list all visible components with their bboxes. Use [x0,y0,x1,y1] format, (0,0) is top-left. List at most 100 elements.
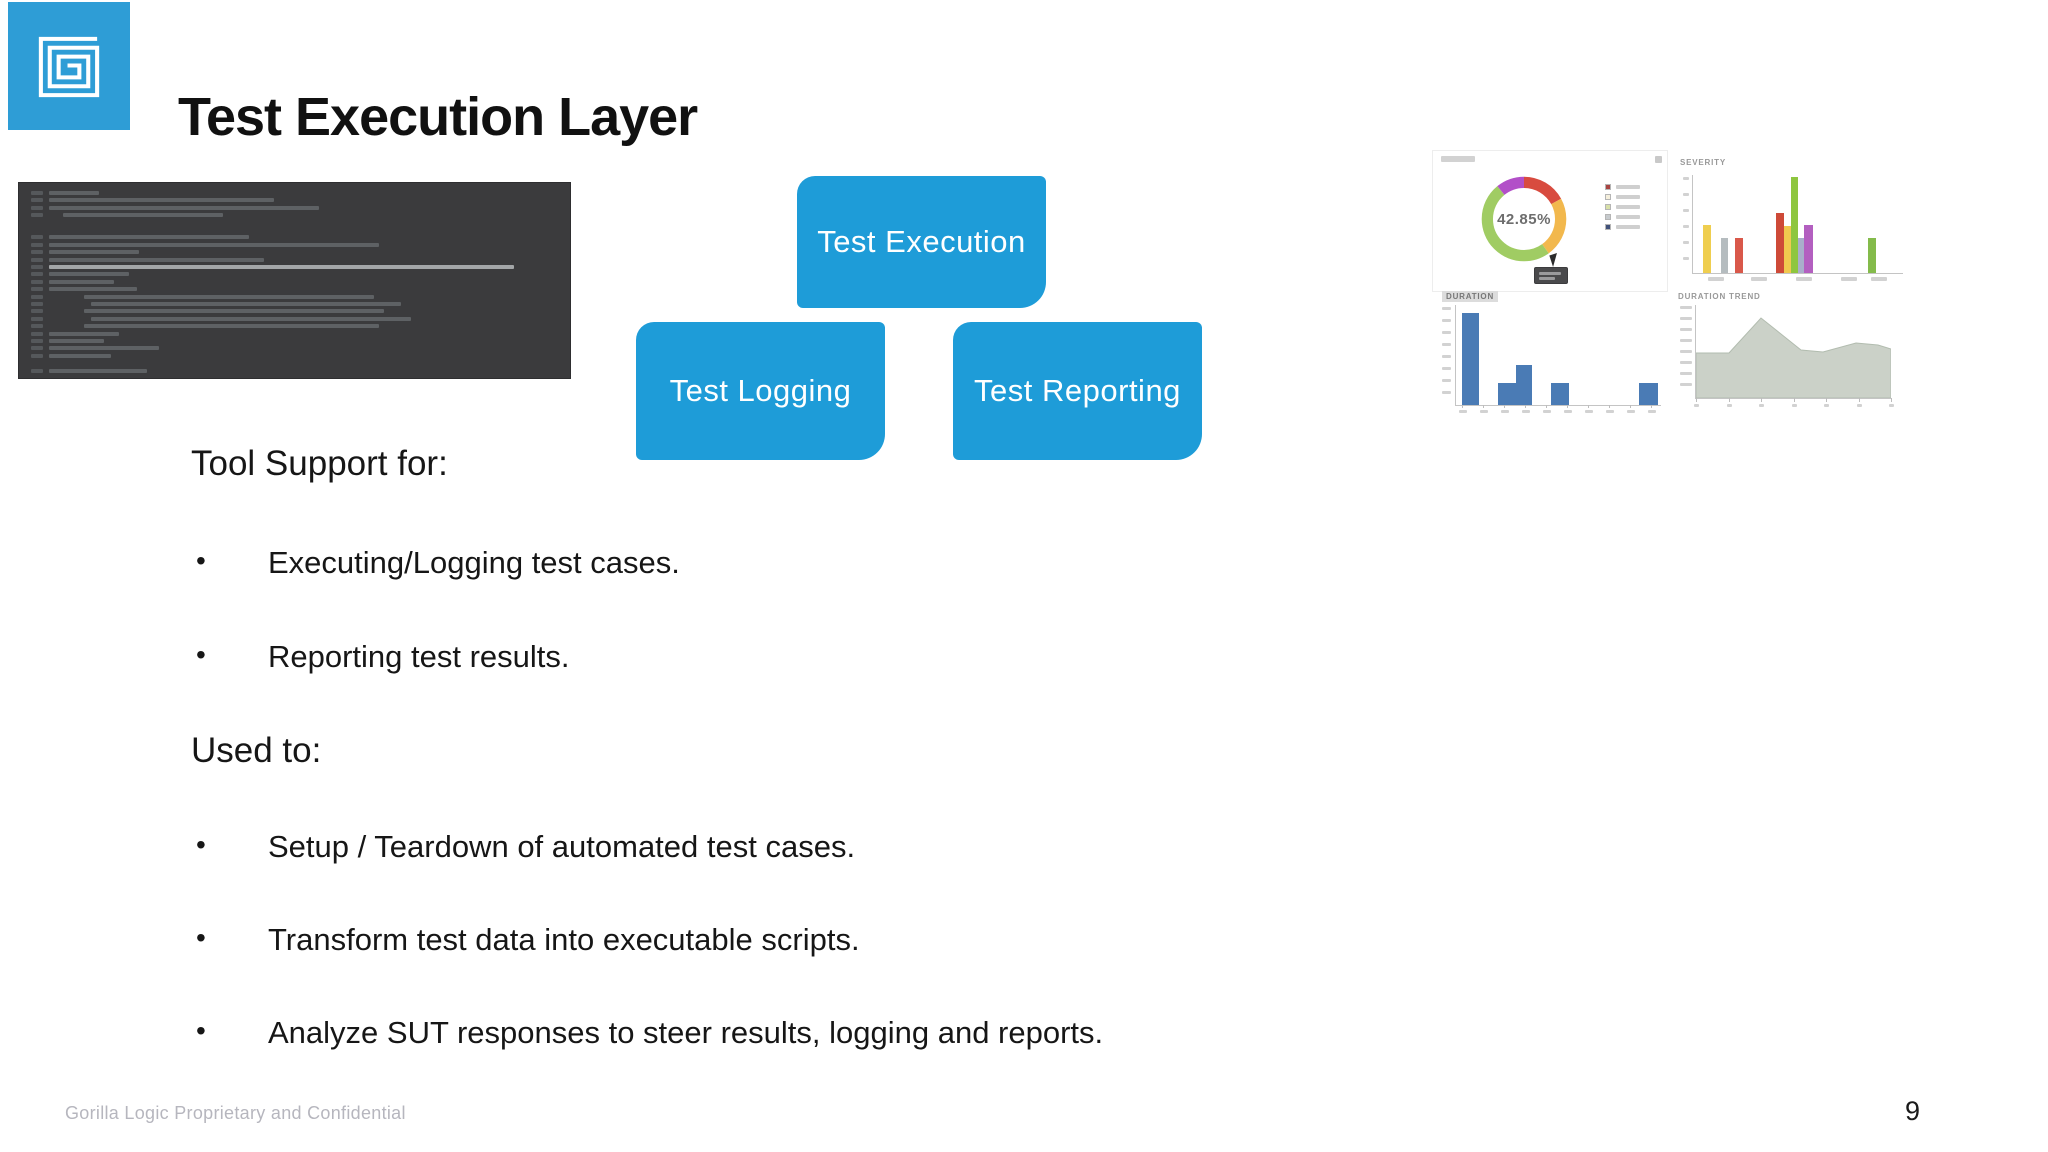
gorilla-logic-logo [8,2,130,130]
trend-chart [1680,305,1894,407]
bullet-dot: • [196,545,206,576]
code-line [84,324,379,329]
x-axis-label-blur [1824,404,1829,407]
x-axis-label-blur [1708,277,1724,281]
code-line [49,205,319,210]
x-axis-tick [1483,405,1484,408]
x-axis-tick [1546,405,1547,408]
x-axis-label-blur [1791,404,1797,407]
bullet-dot: • [196,922,206,953]
y-axis-label-blur [1680,339,1692,342]
code-gutter-line [31,353,43,358]
duration-bar [1498,383,1516,405]
y-axis-label-blur [1683,225,1689,228]
y-axis-label-blur [1442,307,1451,310]
flow-box-test-reporting: Test Reporting [953,322,1202,460]
x-axis-label-blur [1889,404,1894,407]
y-axis-label-blur [1442,367,1451,370]
duration-chart [1442,305,1661,413]
bullet-dot: • [196,1015,206,1046]
legend-row [1605,224,1645,231]
panel-title-blur [1441,156,1475,162]
x-axis-tick [1761,398,1762,402]
code-gutter-line [31,324,43,329]
severity-chart [1683,175,1903,281]
code-gutter-line [31,346,43,351]
x-axis-tick [1826,398,1827,402]
duration-title: DURATION [1442,291,1499,302]
y-axis-label-blur [1680,383,1692,386]
bullet-text: Transform test data into executable scri… [268,922,860,957]
y-axis-label-blur [1683,193,1689,196]
code-gutter-line [31,198,43,203]
code-line [49,272,129,277]
severity-bar [1804,225,1813,273]
duration-bar [1516,365,1532,405]
code-line [49,242,379,247]
code-line [49,198,274,203]
bullet-dot: • [196,639,206,670]
code-gutter-line [31,191,43,195]
y-axis-label-blur [1442,331,1451,334]
bullet-text: Executing/Logging test cases. [268,545,680,580]
code-gutter-line [31,257,43,262]
legend-label-blur [1616,225,1640,229]
donut-center-label: 42.85% [1497,210,1551,228]
dashboard-trend-panel: DURATION TREND [1672,292,1905,418]
x-axis-tick [1609,405,1610,408]
severity-bar [1791,177,1798,273]
donut-segment [1481,176,1567,262]
code-gutter-line [31,309,43,314]
tooltip-text-blur [1539,272,1561,275]
code-gutter-line [31,242,43,247]
legend-row [1605,204,1645,211]
duration-bar [1639,383,1658,405]
legend-swatch [1605,204,1611,210]
y-axis-label-blur [1442,355,1451,358]
y-axis-label-blur [1683,177,1689,180]
y-axis-label-blur [1442,343,1451,346]
x-axis-label-blur [1585,410,1593,413]
dashboard-donut-panel: 42.85% [1432,150,1668,292]
code-line [49,331,119,336]
legend-swatch [1605,184,1611,190]
code-gutter-line [31,213,43,218]
x-axis-label-blur [1522,410,1530,413]
code-line [49,353,111,358]
duration-bar [1551,383,1569,405]
x-axis-label-blur [1871,277,1887,281]
x-axis-label-blur [1627,410,1635,413]
chart-tooltip [1534,267,1568,284]
bullet-dot: • [196,829,206,860]
donut-segment [1481,176,1567,262]
code-line [84,294,374,299]
flow-box-label: Test Logging [669,373,852,408]
y-axis-label-blur [1680,317,1692,320]
legend-row [1605,214,1645,221]
donut-segment [1481,176,1567,262]
bullet-text: Analyze SUT responses to steer results, … [268,1015,1104,1050]
code-line [49,265,514,269]
code-line [49,250,139,255]
dashboard-severity-panel: SEVERITY [1672,150,1905,292]
code-gutter-line [31,331,43,336]
x-axis-tick [1462,405,1463,408]
code-line [49,346,159,351]
code-gutter-line [31,205,43,210]
code-gutter-line [31,250,43,255]
y-axis-label-blur [1680,306,1692,309]
severity-bar [1703,225,1711,273]
flow-box-label: Test Reporting [974,373,1181,408]
y-axis-label-blur [1683,209,1689,212]
flow-box-test-logging: Test Logging [636,322,885,460]
legend-label-blur [1616,215,1640,219]
dashboard-duration-panel: DURATION [1432,291,1668,418]
x-axis-label-blur [1606,410,1614,413]
y-axis-label-blur [1683,257,1689,260]
code-gutter-line [31,287,43,292]
severity-bar [1776,213,1784,273]
x-axis-label-blur [1648,410,1656,413]
x-axis-tick [1891,398,1892,402]
legend-row [1605,184,1645,191]
legend-label-blur [1616,205,1640,209]
